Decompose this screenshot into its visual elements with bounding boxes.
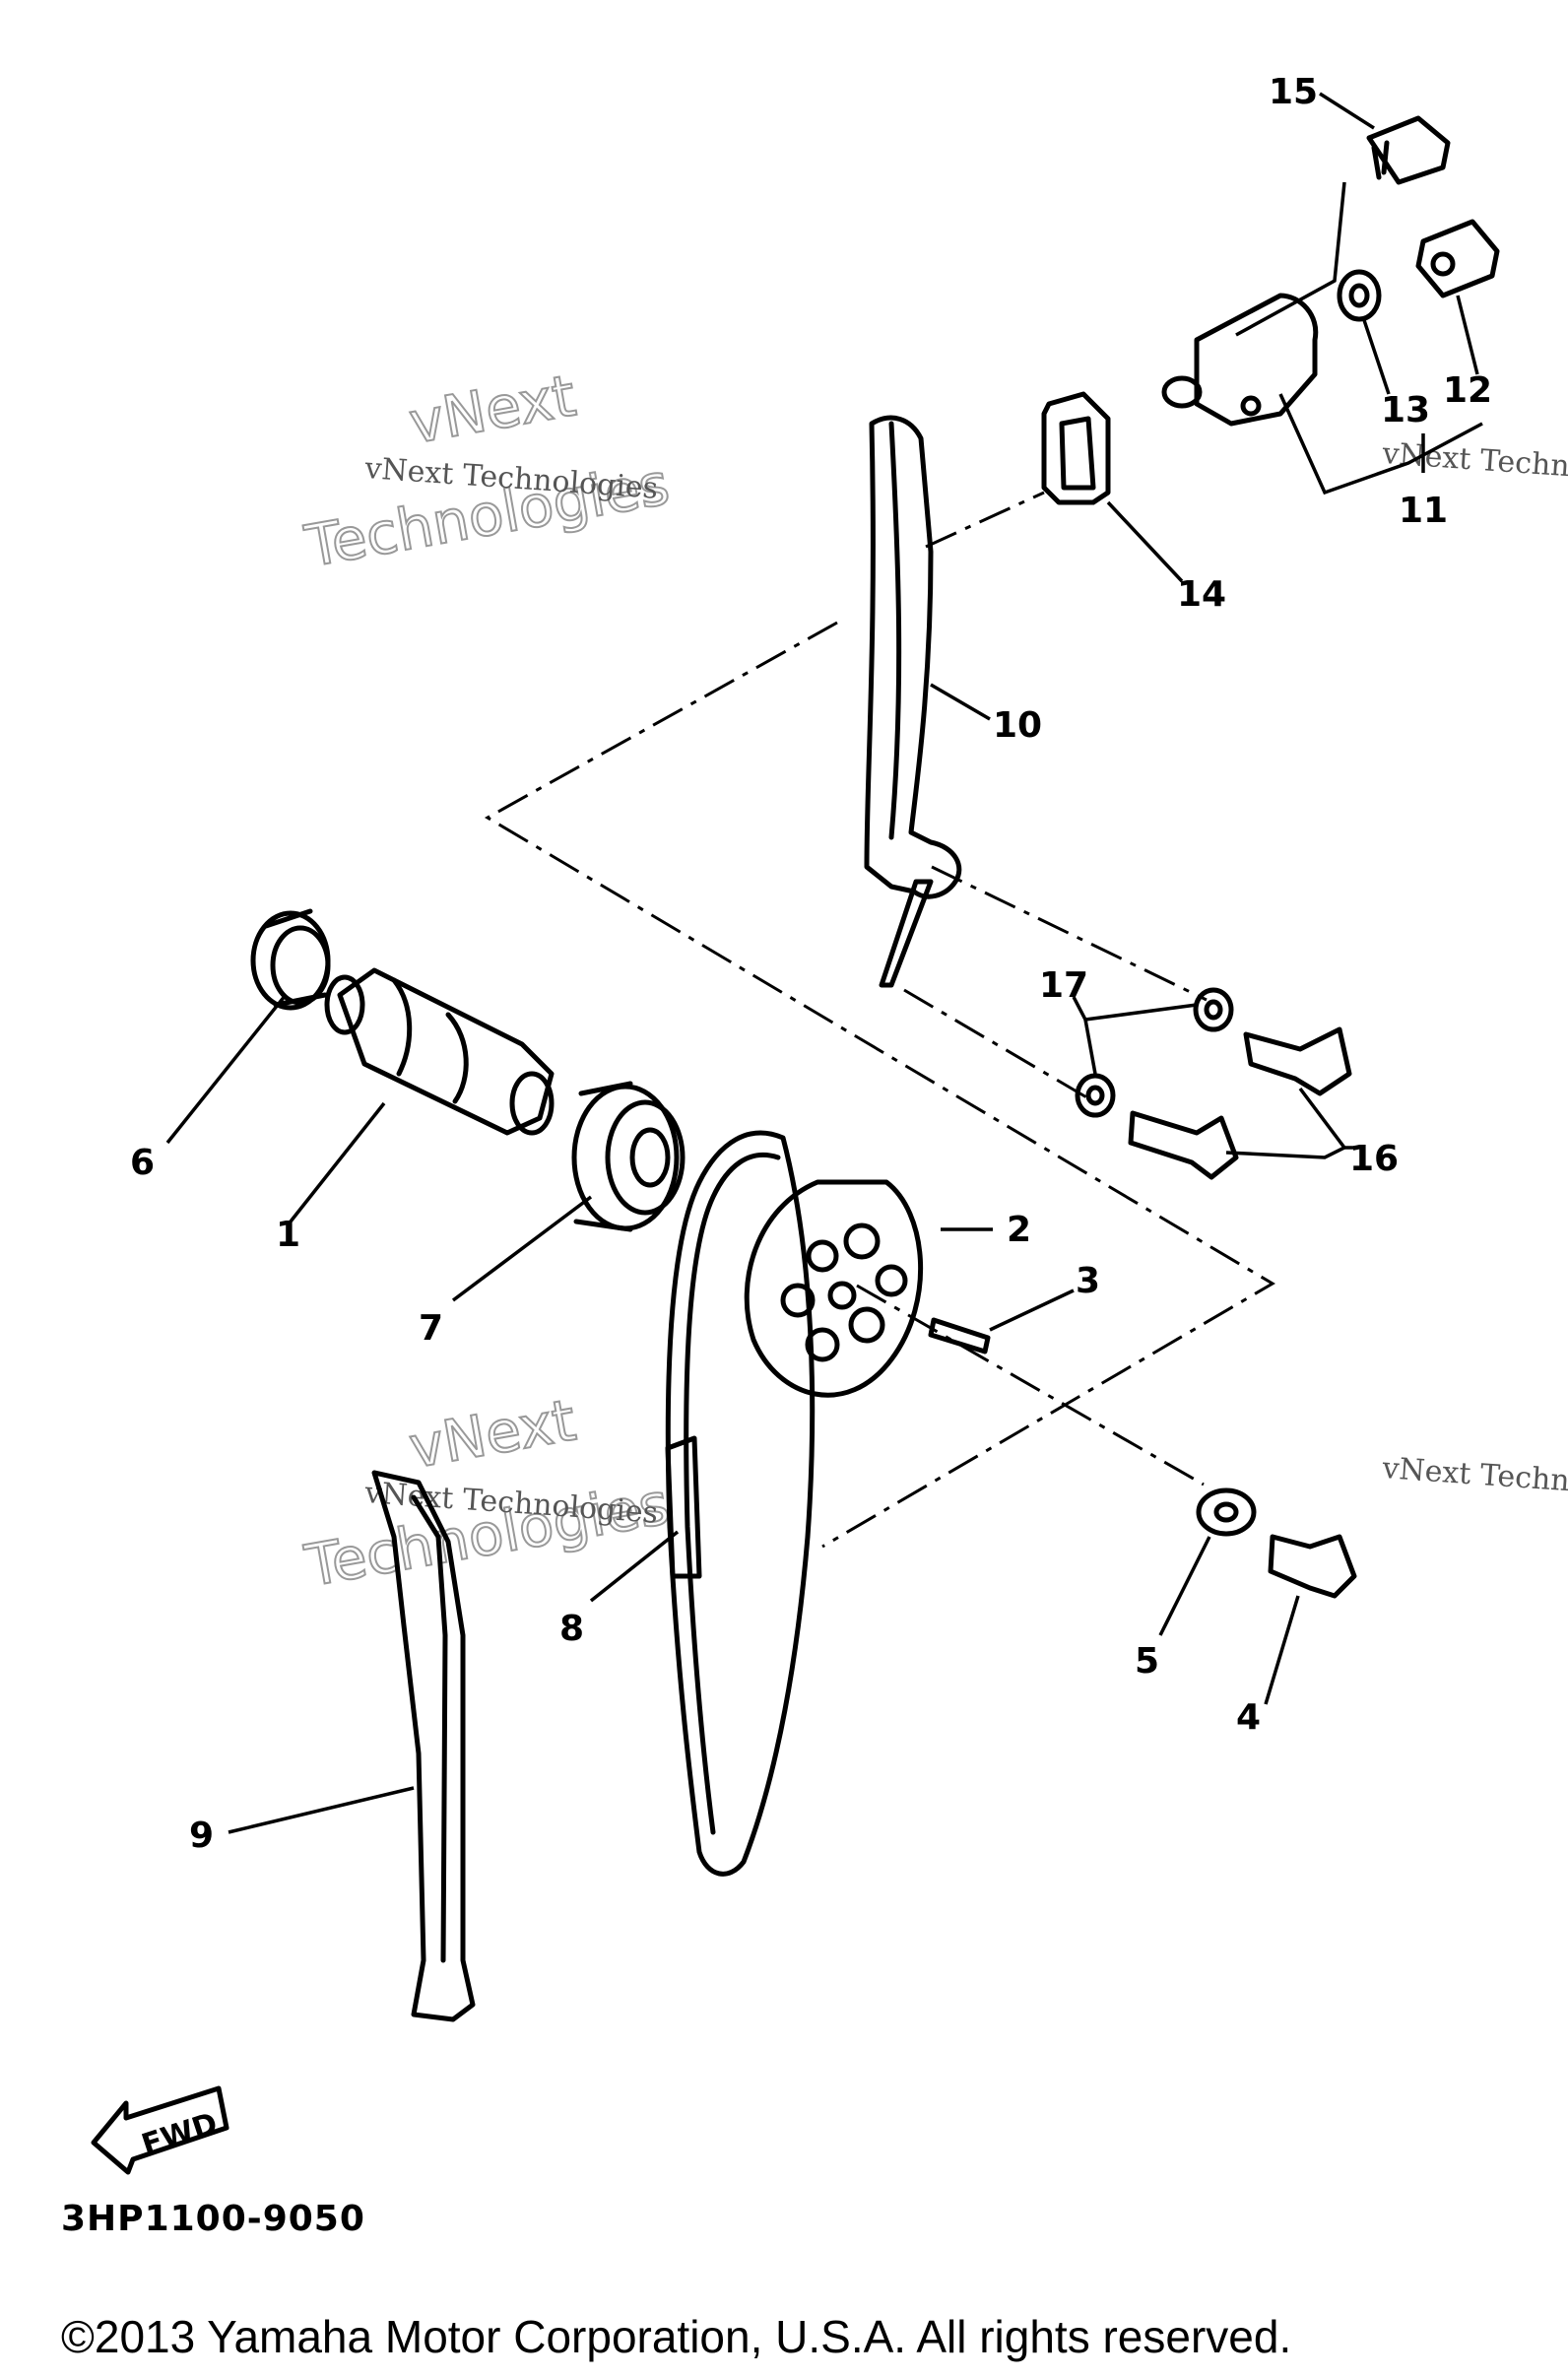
callout-1: 1 [276, 1215, 300, 1255]
gasket [1041, 391, 1111, 505]
guide-bolt-upper [1243, 1026, 1352, 1096]
callout-4: 4 [1236, 1697, 1261, 1738]
fwd-arrow: FWD [91, 2085, 229, 2175]
washer-sprocket [1196, 1487, 1257, 1537]
callout-2: 2 [1007, 1210, 1031, 1250]
diagram-part-code: 3HP1100-9050 [61, 2199, 365, 2239]
callout-8: 8 [559, 1609, 584, 1649]
sprocket-bolt [1268, 1534, 1357, 1599]
dowel-pin [928, 1317, 991, 1355]
copyright-notice: ©2013 Yamaha Motor Corporation, U.S.A. A… [61, 2311, 1292, 2362]
callout-7: 7 [419, 1308, 443, 1349]
bearing-left [250, 908, 331, 1011]
watermark-brand: vNext [405, 362, 581, 456]
guide-bolt-lower [1128, 1110, 1239, 1180]
callout-6: 6 [130, 1143, 155, 1183]
chain-guide-rear [371, 1470, 476, 2022]
callout-labels: 1 2 3 4 5 6 7 8 9 10 11 12 13 14 15 16 1… [130, 72, 1492, 1856]
cam-sprocket [744, 1179, 924, 1398]
watermark-group: vNext Technologies vNext Technologies vN… [299, 361, 1568, 1601]
washer-tensioner [1337, 269, 1382, 322]
cap-bolt [1415, 219, 1500, 298]
callout-13: 13 [1381, 390, 1430, 430]
assembly-outline [484, 491, 1275, 1549]
washer-guide-lower [1075, 1073, 1116, 1118]
ball-bearing [571, 1081, 686, 1232]
camshaft [324, 967, 555, 1136]
callout-5: 5 [1135, 1641, 1159, 1682]
callout-10: 10 [993, 705, 1042, 746]
callout-9: 9 [189, 1816, 214, 1856]
callout-3: 3 [1076, 1261, 1100, 1301]
callout-12: 12 [1443, 370, 1492, 411]
timing-chain [665, 1130, 816, 1877]
callout-15: 15 [1269, 72, 1318, 112]
callout-14: 14 [1177, 574, 1226, 615]
watermark-brand: vNext [405, 1386, 581, 1481]
watermark-line-clipped: vNext Techn [1380, 436, 1568, 484]
tensioner-assembly [1161, 293, 1319, 427]
chain-guide-tensioner [864, 415, 962, 988]
bolt-tensioner [1366, 115, 1451, 185]
leader-lines [165, 92, 1483, 1834]
watermark-line-clipped: vNext Techn [1380, 1451, 1568, 1498]
fwd-label: FWD [138, 2106, 222, 2163]
washer-guide-upper [1193, 987, 1234, 1032]
callout-16: 16 [1349, 1139, 1399, 1179]
callout-17: 17 [1039, 965, 1088, 1006]
callout-11: 11 [1399, 491, 1448, 531]
